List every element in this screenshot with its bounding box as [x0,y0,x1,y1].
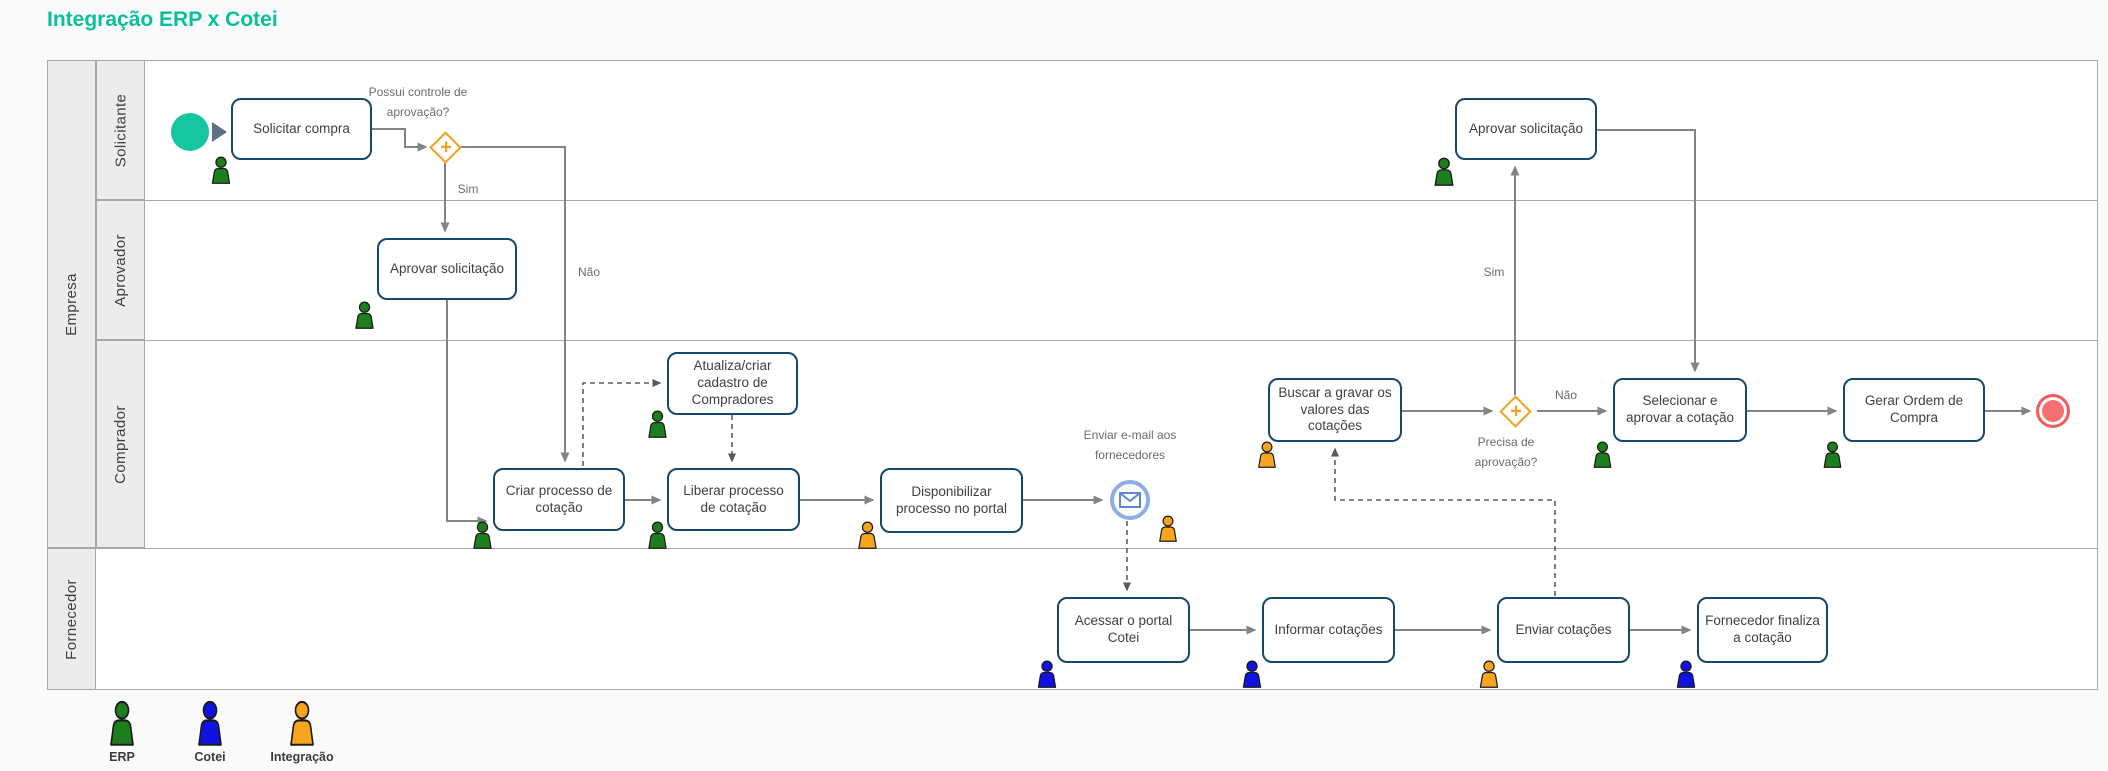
label-possui-controle: Possui controle de aprovação? [368,85,468,120]
lane-divider [96,200,2098,201]
person-icon-cotei [1037,660,1057,688]
task-criar-processo[interactable]: Criar processo de cotação [493,468,625,531]
person-icon-integracao [858,521,877,549]
person-icon-cotei [1676,660,1696,688]
task-aprovar-solicitacao-1[interactable]: Aprovar solicitação [377,238,517,300]
person-icon-integracao [1479,660,1499,688]
person-icon-erp [1823,441,1842,468]
legend-person-icon-cotei [198,700,222,746]
legend-label-erp: ERP [109,750,135,764]
lane-comprador-label: Comprador [112,404,130,484]
task-aprovar-solicitacao-2[interactable]: Aprovar solicitação [1455,98,1597,160]
task-atualiza-cadastro[interactable]: Atualiza/criar cadastro de Compradores [667,352,798,415]
label-precisa-aprovacao: Precisa de aprovação? [1474,435,1538,470]
message-envelope-icon [1119,492,1141,508]
person-icon-erp [473,521,492,549]
legend-person-icon-erp [110,700,134,746]
label-nao-2: Não [1554,388,1578,402]
start-marker-triangle-icon [212,122,227,142]
task-acessar-portal[interactable]: Acessar o portal Cotei [1057,597,1190,663]
person-icon-erp [648,410,667,438]
task-informar-cotacoes[interactable]: Informar cotações [1262,597,1395,663]
end-event[interactable] [2036,394,2070,428]
person-icon-erp [648,521,667,549]
lane-fornecedor: Fornecedor [47,548,96,690]
task-solicitar-compra[interactable]: Solicitar compra [231,98,372,160]
task-fornecedor-finaliza[interactable]: Fornecedor finaliza a cotação [1697,597,1828,663]
legend-label-cotei: Cotei [194,750,226,764]
person-icon-erp [211,156,231,184]
message-event-send-email[interactable] [1110,480,1150,520]
lane-divider [47,548,2098,549]
lane-aprovador: Aprovador [96,200,145,340]
lane-aprovador-label: Aprovador [112,233,129,307]
task-enviar-cotacoes[interactable]: Enviar cotações [1497,597,1630,663]
task-disponibilizar-portal[interactable]: Disponibilizar processo no portal [880,468,1023,533]
label-nao-1: Não [577,265,601,279]
person-icon-erp [1593,441,1612,468]
task-buscar-gravar[interactable]: Buscar a gravar os valores das cotações [1268,378,1402,442]
person-icon-cotei [1242,660,1262,688]
person-icon-erp [355,301,374,329]
legend-person-icon-integracao [290,700,314,746]
label-sim-2: Sim [1483,265,1505,279]
plus-icon: + [439,135,452,158]
task-selecionar-aprovar[interactable]: Selecionar e aprovar a cotação [1613,378,1747,442]
label-sim-1: Sim [457,182,479,196]
legend-label-integracao: Integração [270,750,334,764]
lane-fornecedor-label: Fornecedor [63,578,80,660]
lane-solicitante: Solicitante [96,60,145,200]
lane-divider [96,340,2098,341]
plus-icon: + [1509,399,1522,422]
person-icon-integracao [1159,515,1177,542]
page-title: Integração ERP x Cotei [47,8,278,31]
process-pool [47,60,2098,690]
task-gerar-ordem[interactable]: Gerar Ordem de Compra [1843,378,1985,442]
lane-comprador: Comprador [96,340,145,548]
label-enviar-email: Enviar e-mail aos fornecedores [1083,428,1177,463]
lane-empresa-label: Empresa [63,272,81,336]
person-icon-erp [1434,157,1454,186]
lane-empresa: Empresa [47,60,96,548]
person-icon-integracao [1258,441,1276,468]
start-event[interactable] [171,113,209,151]
lane-solicitante-label: Solicitante [112,93,130,167]
task-liberar-processo[interactable]: Liberar processo de cotação [667,468,800,531]
